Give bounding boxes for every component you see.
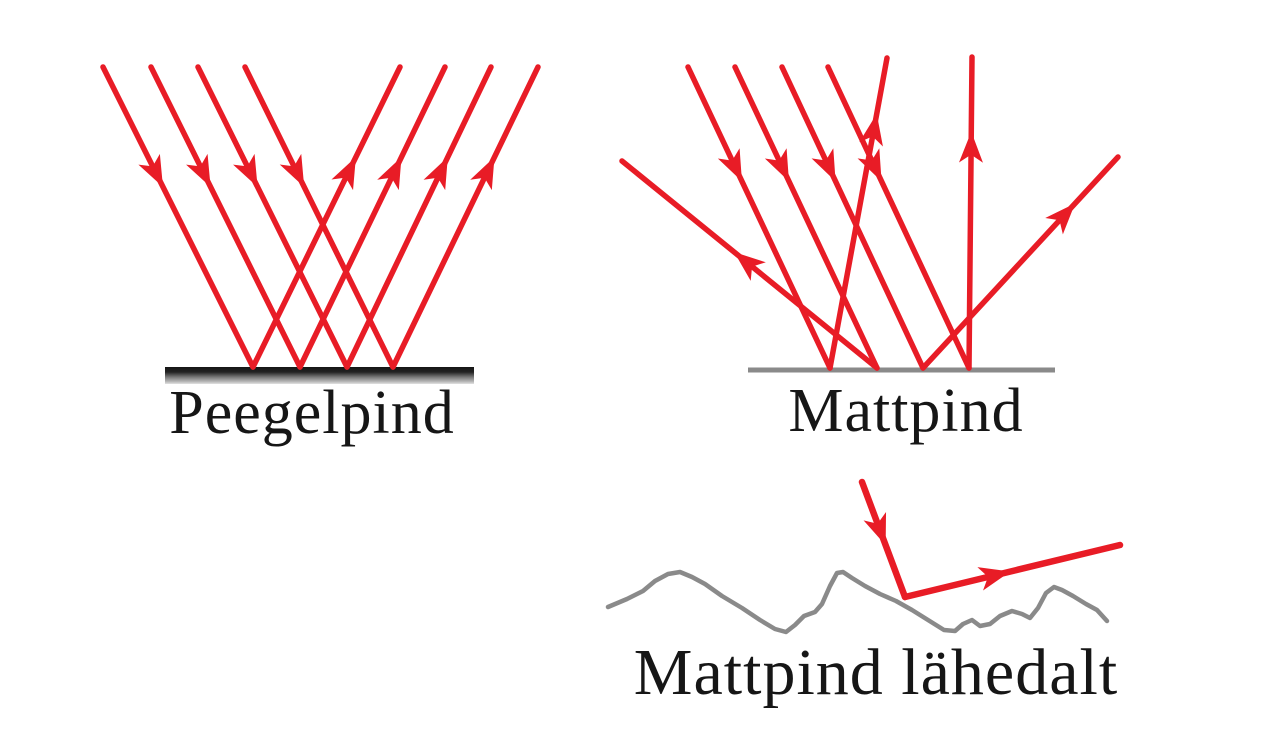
label-mattpind-lahedalt: Mattpind lähedalt: [634, 636, 1118, 709]
incident-ray: [779, 64, 926, 371]
incident-ray: [858, 478, 909, 601]
label-mattpind: Mattpind: [788, 377, 1023, 445]
surfaces-layer: [165, 367, 1110, 635]
arrowhead-icon: [186, 153, 211, 187]
arrowhead-icon: [811, 148, 836, 182]
arrowhead-icon: [958, 131, 983, 163]
incident-ray: [685, 64, 833, 371]
incident-ray: [100, 64, 256, 370]
reflected-ray: [250, 64, 403, 370]
scattered-ray: [920, 154, 1121, 371]
arrowhead-icon: [717, 148, 742, 182]
arrowhead-icon: [279, 153, 305, 187]
arrowhead-icon: [331, 157, 356, 191]
reflected-ray: [344, 64, 494, 370]
arrowhead-icon: [233, 153, 258, 187]
scattered-ray: [827, 55, 890, 371]
reflected-ray: [390, 64, 541, 370]
arrowhead-icon: [764, 148, 789, 182]
arrowhead-icon: [138, 153, 163, 187]
mirror-surface: [165, 367, 474, 384]
rays-layer: [100, 54, 1124, 601]
scattered-ray: [619, 158, 880, 371]
scattered-ray: [958, 54, 983, 371]
reflected-ray: [901, 541, 1124, 601]
arrowhead-icon: [977, 567, 1011, 591]
arrowhead-icon: [1045, 203, 1076, 235]
arrowhead-icon: [734, 252, 766, 281]
arrowhead-icon: [423, 157, 448, 191]
rough-matte-surface: [605, 569, 1110, 635]
label-peegelpind: Peegelpind: [169, 379, 455, 447]
arrowhead-icon: [859, 113, 883, 147]
arrowhead-icon: [863, 512, 887, 546]
incident-ray: [825, 64, 972, 371]
arrowhead-icon: [377, 157, 402, 191]
incident-ray: [732, 64, 880, 371]
arrowhead-icon: [470, 157, 495, 191]
reflected-ray: [297, 64, 448, 370]
